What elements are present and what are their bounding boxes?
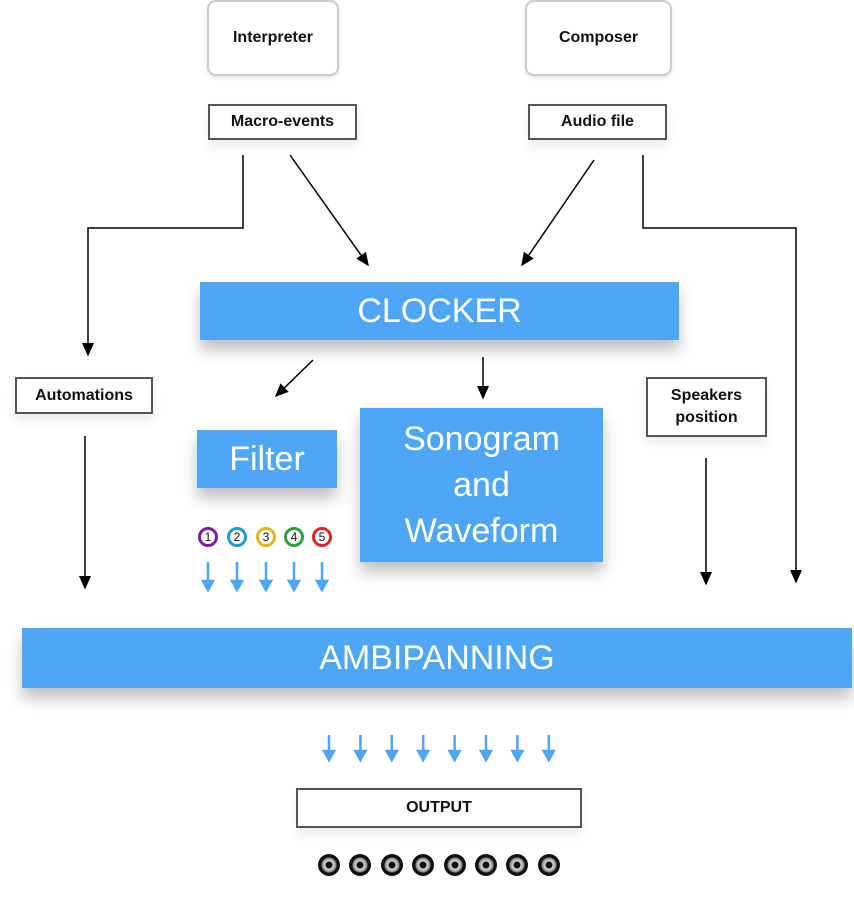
- filter-channel-5: 5: [312, 527, 332, 547]
- macro-events-node: Macro-events: [208, 104, 357, 140]
- speakers-position-node: Speakers position: [646, 377, 767, 437]
- signal-arrow: [258, 562, 274, 593]
- speaker-icon: [412, 854, 435, 876]
- signal-arrow: [478, 735, 494, 763]
- speaker-icon: [475, 854, 497, 876]
- speaker-icon: [318, 854, 340, 876]
- filter-channel-2: 2: [227, 527, 247, 547]
- signal-arrow: [200, 562, 216, 593]
- composer-node: Composer: [525, 0, 672, 76]
- signal-arrow: [314, 562, 330, 593]
- filter-block: Filter: [197, 430, 337, 488]
- filter-channel-1: 1: [198, 527, 218, 547]
- signal-arrow: [353, 735, 368, 763]
- speaker-icon: [443, 854, 466, 876]
- signal-arrow: [384, 735, 399, 763]
- speaker-icon: [537, 854, 560, 876]
- speaker-icon: [380, 854, 403, 876]
- signal-arrow: [286, 562, 302, 593]
- filter-channel-4: 4: [284, 527, 304, 547]
- clocker-to-filter-arrow: [274, 359, 314, 398]
- macro-to-clocker-arrow: [289, 154, 369, 267]
- ambipanning-block: AMBIPANNING: [22, 628, 852, 688]
- automations-node: Automations: [15, 377, 153, 414]
- signal-arrow: [447, 735, 462, 763]
- signal-arrow: [416, 735, 431, 763]
- signal-arrow: [321, 735, 337, 763]
- macro-to-automations-arrow: [82, 155, 244, 357]
- audio-file-node: Audio file: [528, 104, 667, 140]
- signal-arrow: [229, 562, 245, 593]
- audio-to-clocker-arrow: [521, 159, 595, 267]
- filter-channel-3: 3: [256, 527, 276, 547]
- speaker-icon: [506, 854, 529, 876]
- sonogram-waveform-block: Sonogram and Waveform: [360, 408, 603, 562]
- clocker-block: CLOCKER: [200, 282, 679, 340]
- signal-arrow: [541, 735, 556, 763]
- signal-arrow: [510, 735, 525, 763]
- speaker-icon: [349, 854, 372, 876]
- output-node: OUTPUT: [296, 788, 582, 828]
- interpreter-node: Interpreter: [207, 0, 339, 76]
- audio-to-ambipanning-arrow: [642, 155, 802, 584]
